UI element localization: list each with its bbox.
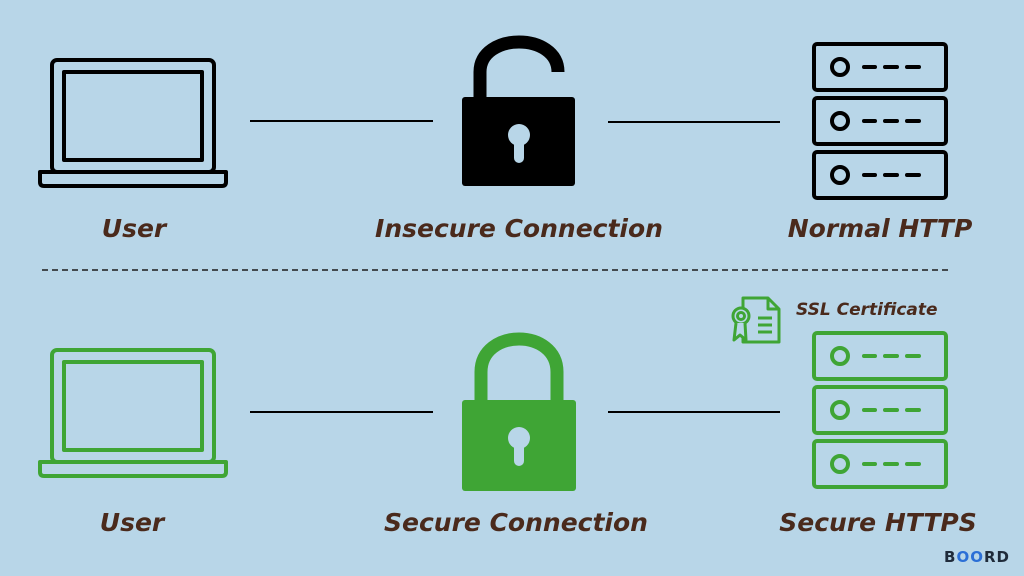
laptop-icon-top [38, 58, 228, 188]
ssl-certificate-label: SSL Certificate [796, 300, 938, 320]
board-logo: BOORD [944, 548, 1010, 566]
laptop-icon-bottom [38, 348, 228, 478]
insecure-connection-label: Insecure Connection [375, 214, 663, 243]
brand-suffix: RD [983, 548, 1010, 566]
user-label-top: User [101, 214, 167, 243]
secure-https-label: Secure HTTPS [779, 508, 977, 537]
locked-padlock-icon [462, 332, 576, 491]
certificate-icon [731, 296, 781, 344]
server-icon-top [812, 42, 948, 200]
brand-middle: OO [956, 548, 984, 566]
brand-prefix: B [944, 548, 957, 566]
secure-connection-label: Secure Connection [384, 508, 648, 537]
server-icon-bottom [812, 331, 948, 489]
unlocked-padlock-icon [462, 35, 575, 186]
normal-http-label: Normal HTTP [787, 214, 973, 243]
user-label-bottom: User [99, 508, 165, 537]
